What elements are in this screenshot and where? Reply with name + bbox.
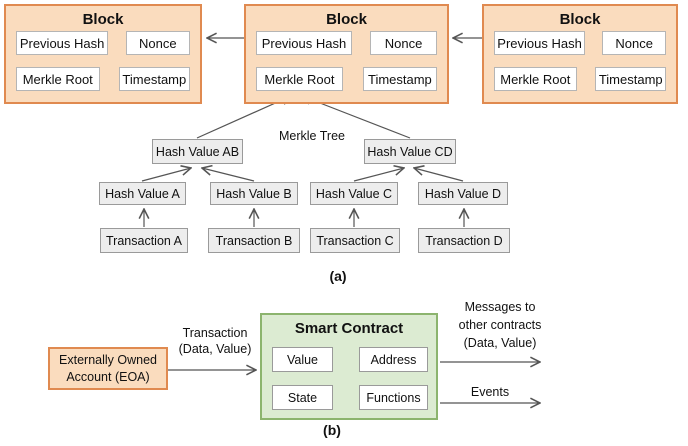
contract-value: Value (272, 347, 333, 372)
block-3-nonce: Nonce (602, 31, 666, 55)
block-1: Block Previous Hash Nonce Merkle Root Ti… (4, 4, 202, 104)
hash-value-a: Hash Value A (99, 182, 186, 205)
smart-contract-box: Smart Contract Value Address State Funct… (260, 313, 438, 420)
arrow-hash-c-to-hash-cd (353, 168, 404, 182)
eoa-label-line2: Account (EOA) (66, 369, 150, 384)
eoa-box: Externally Owned Account (EOA) (48, 347, 168, 390)
block-1-title: Block (82, 11, 124, 28)
contract-functions: Functions (359, 385, 428, 410)
block-3-previous-hash: Previous Hash (494, 31, 586, 55)
hash-value-cd: Hash Value CD (364, 139, 456, 164)
caption-b: (b) (323, 422, 341, 438)
contract-address: Address (359, 347, 428, 372)
block-2-nonce: Nonce (370, 31, 437, 55)
transaction-arrow-label: Transaction (Data, Value) (178, 326, 252, 356)
hash-value-c: Hash Value C (310, 182, 398, 205)
caption-a: (a) (329, 268, 347, 284)
block-3-timestamp: Timestamp (595, 67, 666, 91)
block-1-timestamp: Timestamp (118, 67, 190, 91)
eoa-label-line1: Externally Owned (59, 352, 157, 367)
hash-value-ab: Hash Value AB (152, 139, 243, 164)
block-2-merkle-root: Merkle Root (256, 67, 343, 91)
block-3-title: Block (559, 11, 601, 28)
transaction-b: Transaction B (208, 228, 300, 253)
block-1-nonce: Nonce (125, 31, 190, 55)
messages-arrow-label: Messages to other contracts (Data, Value… (458, 300, 542, 350)
block-3-merkle-root: Merkle Root (494, 67, 577, 91)
arrow-hash-d-to-hash-cd (414, 168, 464, 182)
contract-state: State (272, 385, 333, 410)
transaction-c: Transaction C (310, 228, 400, 253)
block-2-title: Block (326, 11, 367, 28)
transaction-d: Transaction D (418, 228, 510, 253)
block-1-merkle-root: Merkle Root (16, 67, 100, 91)
block-3: Block Previous Hash Nonce Merkle Root Ti… (482, 4, 678, 104)
events-arrow-label: Events (470, 385, 510, 399)
arrow-hash-b-to-hash-ab (202, 168, 255, 182)
block-2: Block Previous Hash Nonce Merkle Root Ti… (244, 4, 449, 104)
transaction-a: Transaction A (100, 228, 188, 253)
hash-value-b: Hash Value B (210, 182, 298, 205)
block-2-previous-hash: Previous Hash (256, 31, 352, 55)
arrow-hash-a-to-hash-ab (141, 168, 191, 182)
smart-contract-title: Smart Contract (294, 320, 404, 337)
block-1-previous-hash: Previous Hash (16, 31, 109, 55)
hash-value-d: Hash Value D (418, 182, 508, 205)
merkle-tree-label: Merkle Tree (279, 129, 345, 143)
block-2-timestamp: Timestamp (362, 67, 437, 91)
